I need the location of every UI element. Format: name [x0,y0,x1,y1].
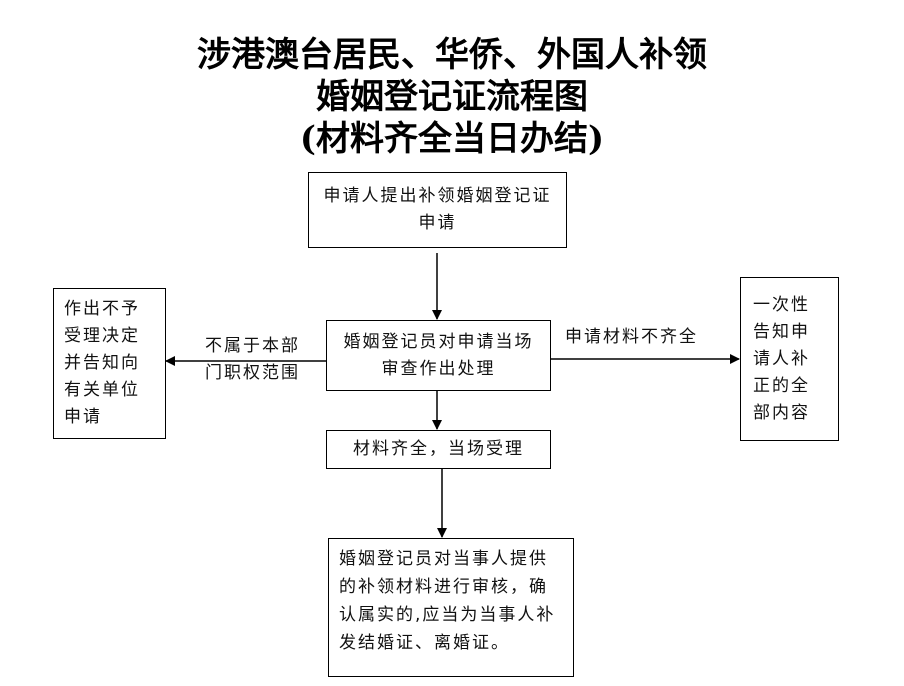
node-notify: 一次性告知申请人补正的全部内容 [740,277,839,441]
edge-label-incomplete: 申请材料不齐全 [565,327,698,347]
node-verify-text: 婚姻登记员对当事人提供的补领材料进行审核，确认属实的,应当为当事人补发结婚证、离… [339,549,556,653]
node-review: 婚姻登记员对申请当场审查作出处理 [326,320,551,391]
node-review-text: 婚姻登记员对申请当场审查作出处理 [343,331,534,379]
title-line-2: 婚姻登记证流程图 [316,77,588,117]
node-apply: 申请人提出补领婚姻登记证申请 [308,172,567,248]
title-line-3: (材料齐全当日办结) [299,119,605,159]
title-line-1: 涉港澳台居民、华侨、外国人补领 [197,35,707,75]
edge-label-out-of-scope: 不属于本部门职权范围 [205,336,300,383]
node-notify-text: 一次性告知申请人补正的全部内容 [753,294,810,423]
node-accept: 材料齐全，当场受理 [326,430,551,469]
node-accept-text: 材料齐全，当场受理 [353,439,524,459]
node-verify: 婚姻登记员对当事人提供的补领材料进行审核，确认属实的,应当为当事人补发结婚证、离… [328,538,574,677]
node-reject-text: 作出不予受理决定并告知向有关单位申请 [64,299,140,427]
node-reject: 作出不予受理决定并告知向有关单位申请 [53,288,166,439]
node-apply-text: 申请人提出补领婚姻登记证申请 [323,186,552,233]
